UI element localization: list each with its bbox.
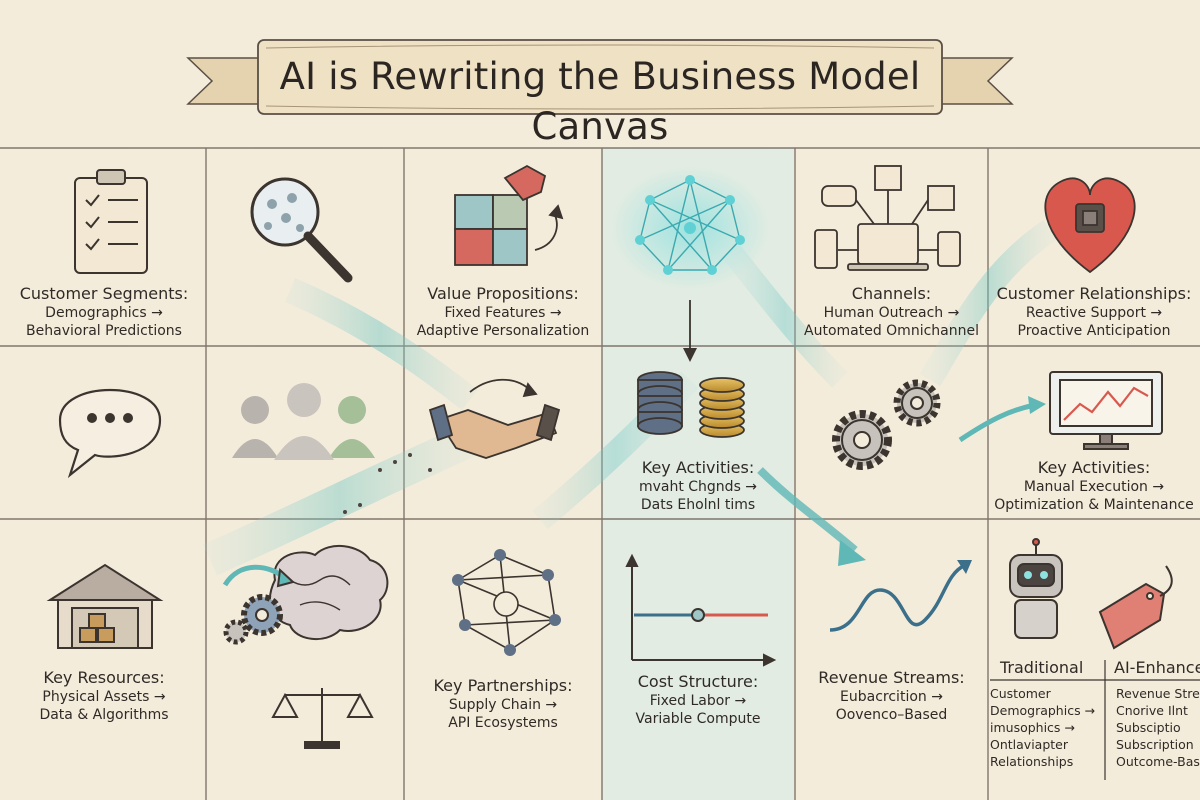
puzzle-icon: [454, 164, 564, 266]
value-propositions-heading: Value Propositions:: [427, 284, 579, 303]
key-activities-right-to: Optimization & Maintenance: [994, 497, 1194, 513]
key-activities-right-from: Manual Execution →: [1023, 479, 1165, 495]
revenue-curve-icon: [829, 560, 972, 632]
key-partnerships-to: API Ecosystems: [448, 715, 558, 731]
ai-enhanced-item: Cnorive Ilnt: [1116, 703, 1188, 718]
traditional-item: Ontlaviapter: [990, 737, 1068, 752]
magnifier-icon: [250, 177, 353, 283]
title-banner: [186, 39, 1014, 115]
revenue-streams-heading: Revenue Streams:: [818, 668, 965, 687]
value-propositions-to: Adaptive Personalization: [416, 323, 590, 339]
key-activities-right-label: Key Activities: Manual Execution → Optim…: [988, 458, 1200, 514]
cost-structure-to: Variable Compute: [635, 711, 761, 727]
traditional-item: imusophics →: [990, 720, 1075, 735]
trend-monitor-icon: [1049, 371, 1163, 450]
customer-relationships-label: Customer Relationships: Reactive Support…: [988, 284, 1200, 340]
speech-bubble-icon: [58, 388, 162, 479]
traditional-item: Customer: [990, 686, 1051, 701]
key-resources-to: Data & Algorithms: [39, 707, 169, 723]
channels-to: Automated Omnichannel: [804, 323, 979, 339]
comparison-table-lines: [990, 660, 1200, 780]
ai-enhanced-item: Outcome-Bas: [1116, 754, 1200, 769]
value-propositions-label: Value Propositions: Fixed Features → Ada…: [404, 284, 602, 340]
brain-gears-icon: [222, 544, 389, 645]
scales-icon: [271, 688, 374, 749]
key-activities-center-from: mvaht Chgnds →: [638, 479, 758, 495]
key-partnerships-label: Key Partnerships: Supply Chain → API Eco…: [404, 676, 602, 732]
ai-enhanced-item: Revenue Stre: [1116, 686, 1200, 701]
ai-enhanced-item: Subsciptio: [1116, 720, 1181, 735]
traditional-item: Demographics →: [990, 703, 1096, 718]
heart-chip-icon: [1044, 177, 1136, 274]
cost-structure-heading: Cost Structure:: [637, 672, 759, 691]
channels-label: Channels: Human Outreach → Automated Omn…: [795, 284, 988, 340]
revenue-streams-from: Eubacrcition →: [840, 689, 943, 705]
devices-network-icon: [814, 165, 961, 271]
customer-segments-heading: Customer Segments:: [19, 284, 189, 303]
robot-price-tag-icon: [1009, 538, 1173, 650]
ai-enhanced-column-header: AI-Enhance: [1114, 658, 1200, 677]
customer-relationships-heading: Customer Relationships:: [996, 284, 1192, 303]
revenue-streams-label: Revenue Streams: Eubacrcition → Oovenco–…: [795, 668, 988, 724]
warehouse-icon: [46, 563, 164, 649]
key-activities-right-heading: Key Activities:: [1037, 458, 1151, 477]
key-activities-center-to: Dats Eholnl tims: [640, 497, 756, 513]
channels-heading: Channels:: [851, 284, 932, 303]
key-resources-heading: Key Resources:: [43, 668, 165, 687]
key-activities-center-label: Key Activities: mvaht Chgnds → Dats Ehol…: [602, 458, 794, 514]
key-partnerships-heading: Key Partnerships:: [433, 676, 573, 695]
revenue-streams-to: Oovenco–Based: [835, 707, 948, 723]
customer-segments-label: Customer Segments: Demographics → Behavi…: [6, 284, 202, 340]
traditional-item: Relationships: [990, 754, 1074, 769]
customer-segments-to: Behavioral Predictions: [26, 323, 182, 339]
database-coins-icon: [637, 371, 745, 438]
gears-icon: [832, 379, 941, 470]
channels-from: Human Outreach →: [823, 305, 960, 321]
handshake-icon: [428, 378, 561, 459]
clipboard-checklist-icon: [74, 169, 148, 274]
customer-relationships-from: Reactive Support →: [1025, 305, 1163, 321]
people-group-icon: [232, 383, 375, 460]
cost-structure-label: Cost Structure: Fixed Labor → Variable C…: [602, 672, 794, 728]
network-partners-icon: [452, 549, 561, 656]
value-propositions-from: Fixed Features →: [444, 305, 562, 321]
key-partnerships-from: Supply Chain →: [448, 697, 558, 713]
ai-enhanced-item: Subscription: [1116, 737, 1194, 752]
traditional-column-header: Traditional: [1000, 658, 1084, 677]
cost-chart-icon: [625, 553, 777, 667]
page-title: AI is Rewriting the Business Model Canva…: [279, 55, 921, 148]
neural-network-icon: [610, 166, 770, 362]
cost-structure-from: Fixed Labor →: [649, 693, 747, 709]
key-resources-from: Physical Assets →: [42, 689, 166, 705]
customer-segments-from: Demographics →: [45, 305, 163, 321]
key-activities-center-heading: Key Activities:: [641, 458, 755, 477]
customer-relationships-to: Proactive Anticipation: [1017, 323, 1171, 339]
key-resources-label: Key Resources: Physical Assets → Data & …: [6, 668, 202, 724]
